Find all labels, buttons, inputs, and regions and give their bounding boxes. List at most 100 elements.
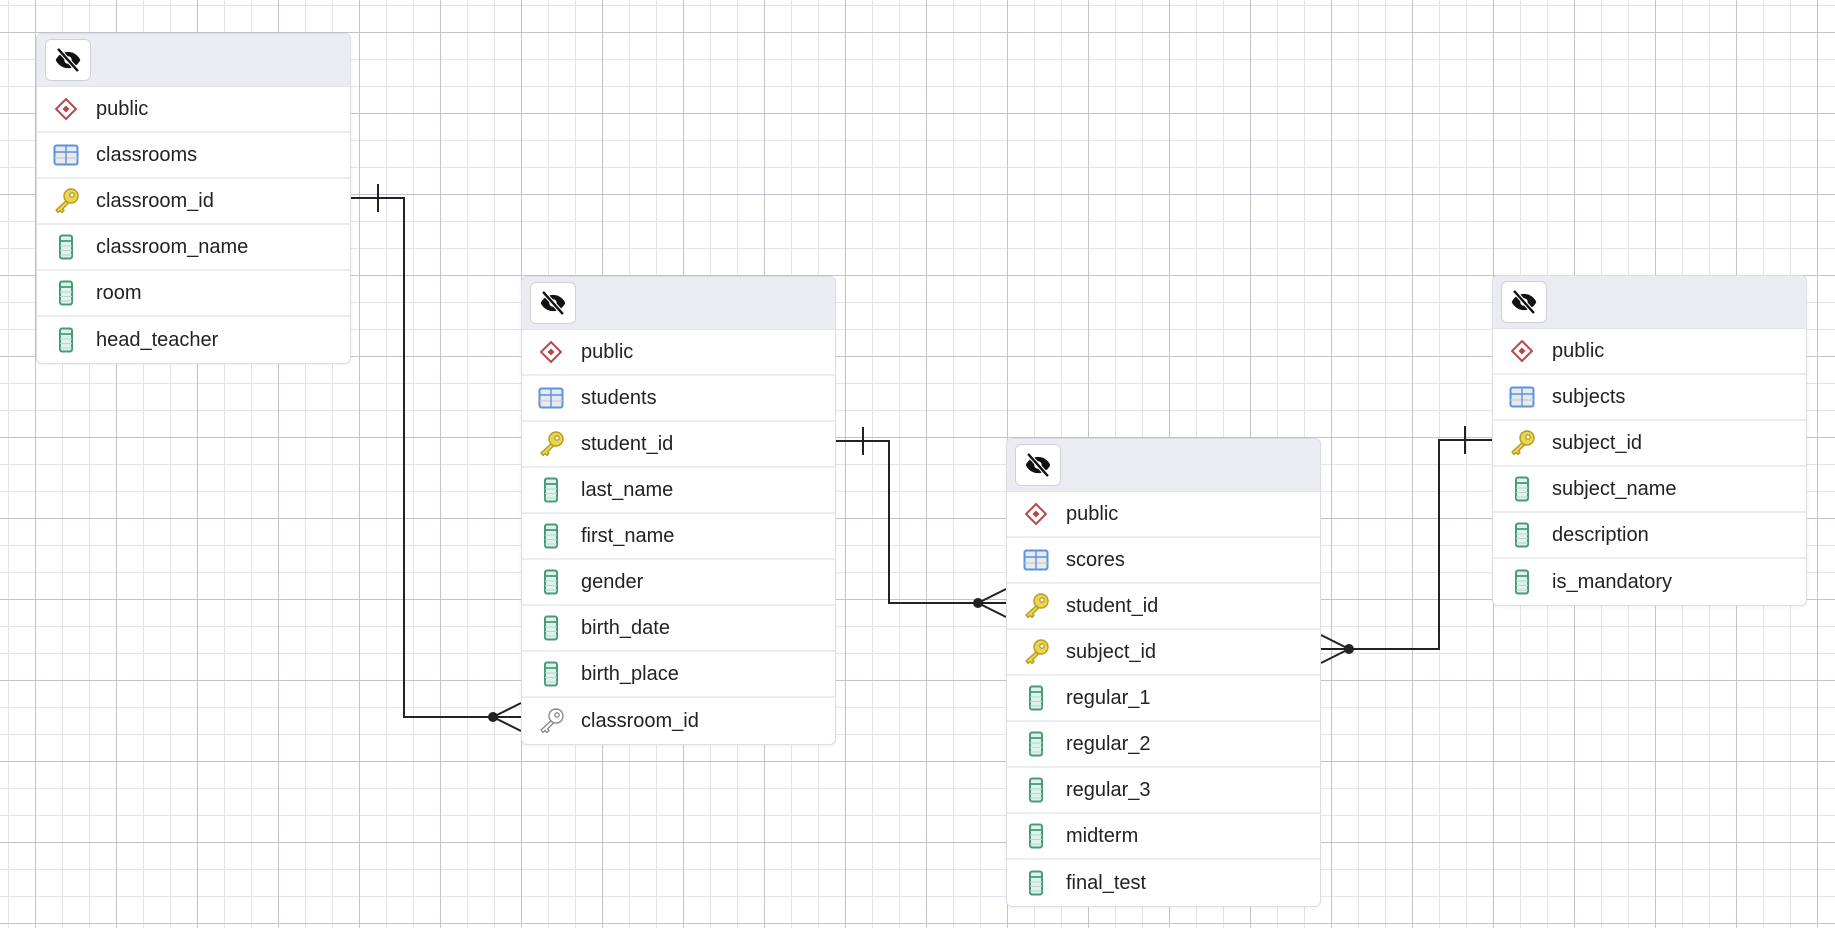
column-row-label: birth_place: [581, 662, 679, 685]
column-row-label: first_name: [581, 524, 675, 547]
crows-foot-upper: [1320, 634, 1350, 650]
column-icon-wrap: [537, 660, 565, 688]
column-icon-wrap: [537, 568, 565, 596]
column-row-label: final_test: [1066, 871, 1147, 894]
crows-foot-upper: [492, 702, 522, 718]
column-row[interactable]: subject_id: [1493, 421, 1806, 467]
table-name-row-label: classrooms: [96, 143, 198, 166]
column-row-label: student_id: [1066, 594, 1159, 617]
schema-icon-wrap: [52, 95, 80, 123]
column-row[interactable]: regular_1: [1007, 676, 1320, 722]
table-node-subjects[interactable]: public subjects subject_id subject_name …: [1492, 275, 1807, 606]
column-row[interactable]: first_name: [522, 514, 835, 560]
column-row[interactable]: room: [37, 271, 350, 317]
table-grid-icon: [53, 144, 79, 166]
column-row[interactable]: classroom_id: [37, 179, 350, 225]
schema-row[interactable]: public: [522, 330, 835, 376]
eye-off-icon: [55, 47, 81, 73]
column-icon-wrap: [1508, 521, 1536, 549]
column-row[interactable]: classroom_id: [522, 698, 835, 744]
schema-row[interactable]: public: [37, 87, 350, 133]
table-name-row[interactable]: subjects: [1493, 375, 1806, 421]
column-icon-wrap: [52, 326, 80, 354]
column-row-label: regular_2: [1066, 732, 1151, 755]
column-row-label: subject_name: [1552, 477, 1677, 500]
column-icon: [1515, 569, 1529, 595]
column-icon: [59, 280, 73, 306]
table-node-scores[interactable]: public scores student_id subject_id regu…: [1006, 438, 1321, 907]
column-row[interactable]: is_mandatory: [1493, 559, 1806, 605]
schema-row[interactable]: public: [1493, 329, 1806, 375]
schema-row-label: public: [96, 97, 149, 120]
column-icon-wrap: [1022, 684, 1050, 712]
schema-row[interactable]: public: [1007, 492, 1320, 538]
toggle-columns-button[interactable]: [530, 282, 576, 324]
primary-key-icon: [540, 431, 564, 457]
crows-foot-upper: [977, 588, 1007, 604]
table-node-header[interactable]: [37, 34, 350, 87]
column-row[interactable]: final_test: [1007, 860, 1320, 906]
column-icon: [1515, 522, 1529, 548]
column-icon: [544, 523, 558, 549]
column-row[interactable]: classroom_name: [37, 225, 350, 271]
table-name-row[interactable]: classrooms: [37, 133, 350, 179]
column-icon-wrap: [1022, 869, 1050, 897]
table-name-row[interactable]: scores: [1007, 538, 1320, 584]
column-icon: [544, 615, 558, 641]
crows-foot-lower: [492, 716, 522, 732]
column-row[interactable]: birth_date: [522, 606, 835, 652]
column-row-label: room: [96, 281, 142, 304]
column-row[interactable]: description: [1493, 513, 1806, 559]
table-node-header[interactable]: [1493, 276, 1806, 329]
toggle-columns-button[interactable]: [1501, 281, 1547, 323]
column-icon-wrap: [1022, 776, 1050, 804]
column-icon-wrap: [537, 614, 565, 642]
schema-diamond-icon: [54, 97, 78, 121]
eye-off-icon: [540, 290, 566, 316]
column-row[interactable]: gender: [522, 560, 835, 606]
crows-foot-lower: [1320, 648, 1350, 664]
table-node-classrooms[interactable]: public classrooms classroom_id classroom…: [36, 33, 351, 364]
toggle-columns-button[interactable]: [1015, 444, 1061, 486]
primary-key-icon-wrap: [537, 430, 565, 458]
schema-icon-wrap: [1022, 500, 1050, 528]
table-name-row-label: students: [581, 386, 657, 409]
column-icon-wrap: [1022, 822, 1050, 850]
column-row[interactable]: midterm: [1007, 814, 1320, 860]
column-icon-wrap: [1508, 475, 1536, 503]
column-row[interactable]: subject_id: [1007, 630, 1320, 676]
table-grid-icon: [538, 387, 564, 409]
primary-key-icon-wrap: [52, 187, 80, 215]
relationship-line: [351, 197, 521, 718]
column-row[interactable]: regular_3: [1007, 768, 1320, 814]
table-node-header[interactable]: [522, 277, 835, 330]
column-row[interactable]: subject_name: [1493, 467, 1806, 513]
primary-key-icon: [1025, 593, 1049, 619]
table-node-header[interactable]: [1007, 439, 1320, 492]
column-icon-wrap: [1022, 730, 1050, 758]
column-icon: [544, 477, 558, 503]
schema-diamond-icon: [1024, 502, 1048, 526]
column-row-label: regular_3: [1066, 778, 1151, 801]
column-row[interactable]: birth_place: [522, 652, 835, 698]
schema-diamond-icon: [1510, 339, 1534, 363]
column-icon: [1029, 731, 1043, 757]
table-name-row[interactable]: students: [522, 376, 835, 422]
eye-off-icon: [1511, 289, 1537, 315]
column-icon-wrap: [537, 476, 565, 504]
column-row[interactable]: last_name: [522, 468, 835, 514]
column-row[interactable]: student_id: [522, 422, 835, 468]
column-row[interactable]: student_id: [1007, 584, 1320, 630]
column-row[interactable]: regular_2: [1007, 722, 1320, 768]
column-row-label: classroom_name: [96, 235, 249, 258]
column-row-label: regular_1: [1066, 686, 1151, 709]
column-row[interactable]: head_teacher: [37, 317, 350, 363]
table-grid-icon: [1023, 549, 1049, 571]
table-name-row-label: subjects: [1552, 385, 1626, 408]
column-row-label: is_mandatory: [1552, 570, 1673, 593]
toggle-columns-button[interactable]: [45, 39, 91, 81]
column-icon: [59, 234, 73, 260]
column-icon: [544, 661, 558, 687]
table-grid-icon: [1509, 386, 1535, 408]
table-node-students[interactable]: public students student_id last_name fir…: [521, 276, 836, 745]
